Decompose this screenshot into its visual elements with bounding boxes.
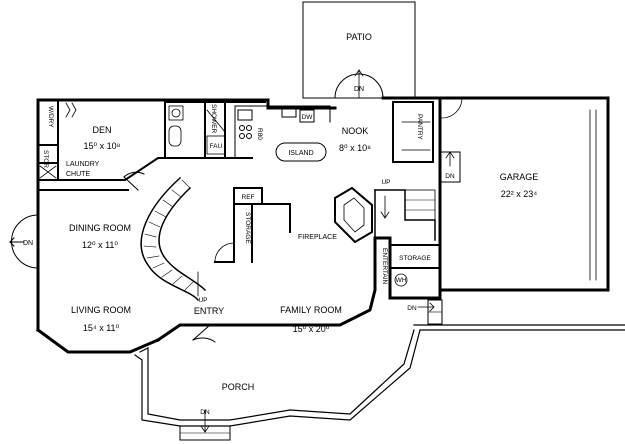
entry-door: [192, 324, 216, 343]
dn-patio-label: DN: [354, 86, 364, 93]
fireplace-shape: [334, 186, 373, 244]
pantry-walls: [392, 101, 434, 163]
nook-label: NOOK: [342, 126, 369, 136]
family-room-dims: 15⁰ x 20⁰: [293, 324, 330, 334]
family-room-label: FAMILY ROOM: [280, 305, 342, 315]
garage-label: GARAGE: [500, 172, 539, 182]
den-walls: [37, 101, 166, 191]
dining-bay-door: [9, 214, 39, 269]
shower-label: SHOWER: [210, 104, 217, 134]
dining-room-dims: 12⁰ x 11⁰: [82, 240, 118, 250]
living-room-label: LIVING ROOM: [71, 305, 131, 315]
nook-dims: 8⁰ x 10⁸: [339, 143, 371, 153]
entertain-label: ENTERTAIN: [381, 248, 388, 285]
living-room-dims: 15⁴ x 11⁰: [83, 323, 120, 333]
laundry-chute-box: [39, 102, 77, 179]
porch-label: PORCH: [222, 382, 255, 392]
stor-label: STOR: [42, 150, 49, 168]
laundry-label: LAUNDRY: [66, 161, 100, 168]
patio-label: PATIO: [346, 32, 372, 42]
dn-porch-label: DN: [200, 409, 210, 416]
island-label: ISLAND: [288, 150, 313, 157]
dn-side-label: DN: [407, 305, 417, 312]
fau-label: FAU: [210, 143, 223, 150]
chute-label: CHUTE: [66, 171, 90, 178]
den-door: [123, 171, 145, 191]
dw-label: DW: [302, 114, 314, 121]
garage-dims: 22² x 23⁴: [501, 189, 538, 199]
storage-hall-label: STORAGE: [244, 212, 251, 244]
r80-label: R80: [256, 128, 263, 140]
kitchen-counters: [234, 105, 331, 159]
wh-label: WH: [396, 277, 407, 284]
ref-label: REF: [242, 194, 255, 201]
storage-utility-label: STORAGE: [399, 255, 431, 262]
den-dims: 15⁰ x 10⁸: [84, 141, 121, 151]
patio-outline: [302, 1, 416, 99]
wdry-label: W/DRY: [47, 106, 54, 128]
up-entry-label: UP: [198, 297, 207, 304]
ref-storage: [214, 187, 291, 263]
garage-walls: [438, 96, 610, 292]
curved-staircase: [140, 176, 207, 302]
porch-railing: [134, 324, 625, 441]
bath-fixtures: [168, 105, 226, 155]
hall-stairs: [374, 151, 461, 241]
kitchen-island: [275, 142, 327, 162]
side-steps: [417, 299, 443, 325]
dn-garage-label: DN: [445, 173, 455, 180]
up-hall-label: UP: [381, 179, 390, 186]
den-label: DEN: [92, 125, 111, 135]
dining-room-label: DINING ROOM: [69, 223, 131, 233]
fireplace-label: FIREPLACE: [298, 234, 337, 241]
garage-inner-lines: [441, 97, 597, 281]
utility-walls: [389, 244, 441, 287]
entry-label: ENTRY: [194, 306, 224, 316]
pantry-label: PANTRY: [416, 114, 423, 140]
dn-dining-label: DN: [23, 240, 33, 247]
